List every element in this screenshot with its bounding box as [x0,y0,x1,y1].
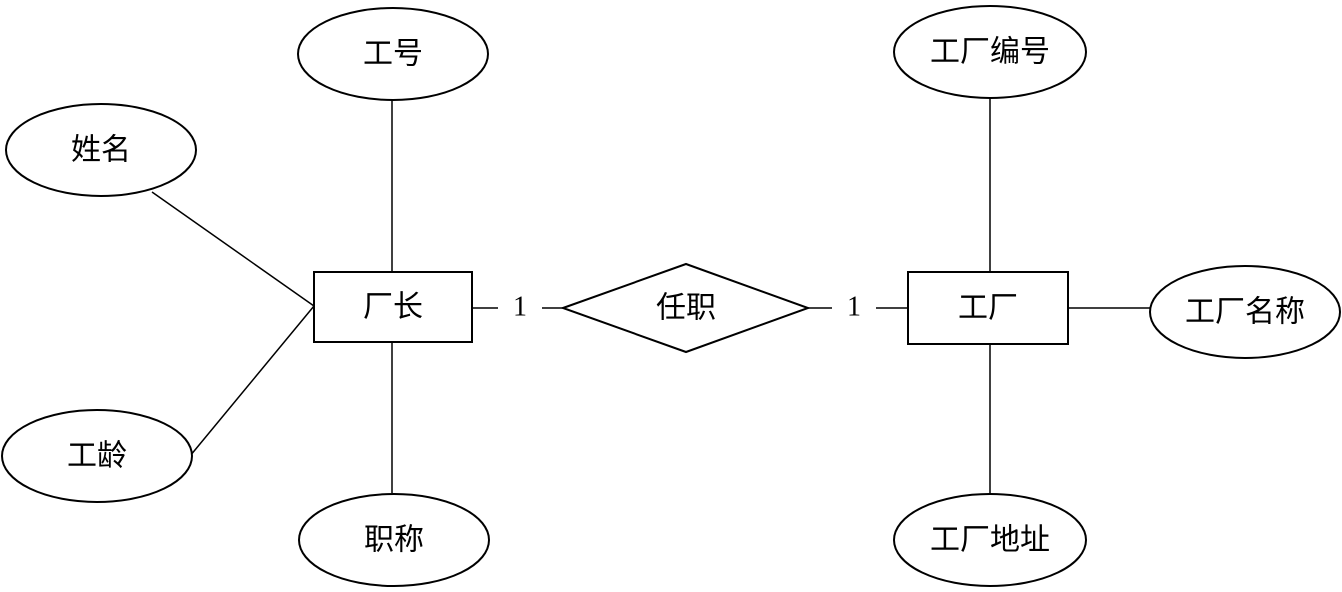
attribute-director-seniority-label: 工龄 [67,439,127,474]
entity-director-box [313,271,473,343]
attribute-director-id-label: 工号 [363,37,423,72]
link-director-name [151,191,315,307]
attribute-factory-name-ellipse [1149,265,1341,359]
attribute-director-id: 工号 [297,7,489,101]
attribute-director-title: 职称 [298,493,490,587]
link-director-seniority [189,305,315,457]
entity-factory-box [907,271,1069,345]
connectors [151,98,1150,493]
attribute-factory-address-ellipse [893,493,1087,587]
attribute-factory-number-ellipse [893,5,1087,99]
attribute-factory-number: 工厂编号 [893,5,1087,99]
attribute-director-name: 姓名 [5,103,197,197]
entity-director-label: 厂长 [363,290,423,325]
entity-factory: 工厂 [907,271,1069,345]
attribute-factory-address-label: 工厂地址 [930,523,1050,558]
attribute-director-id-ellipse [297,7,489,101]
entity-factory-label: 工厂 [958,291,1018,326]
attribute-factory-name: 工厂名称 [1149,265,1341,359]
relationship-appointment: 任职 1 1 [513,262,861,354]
attribute-director-title-label: 职称 [364,523,424,558]
relationship-label: 任职 [656,291,716,326]
attribute-director-seniority: 工龄 [1,409,193,503]
cardinality-left: 1 [513,292,527,323]
entity-director: 厂长 [313,271,473,343]
attribute-factory-number-label: 工厂编号 [930,35,1050,70]
attribute-factory-address: 工厂地址 [893,493,1087,587]
relationship-diamond [560,262,811,354]
attribute-factory-name-label: 工厂名称 [1185,295,1305,330]
attribute-director-seniority-ellipse [1,409,193,503]
attribute-director-name-ellipse [5,103,197,197]
attribute-director-title-ellipse [298,493,490,587]
cardinality-right: 1 [847,292,861,323]
attribute-director-name-label: 姓名 [71,133,131,168]
